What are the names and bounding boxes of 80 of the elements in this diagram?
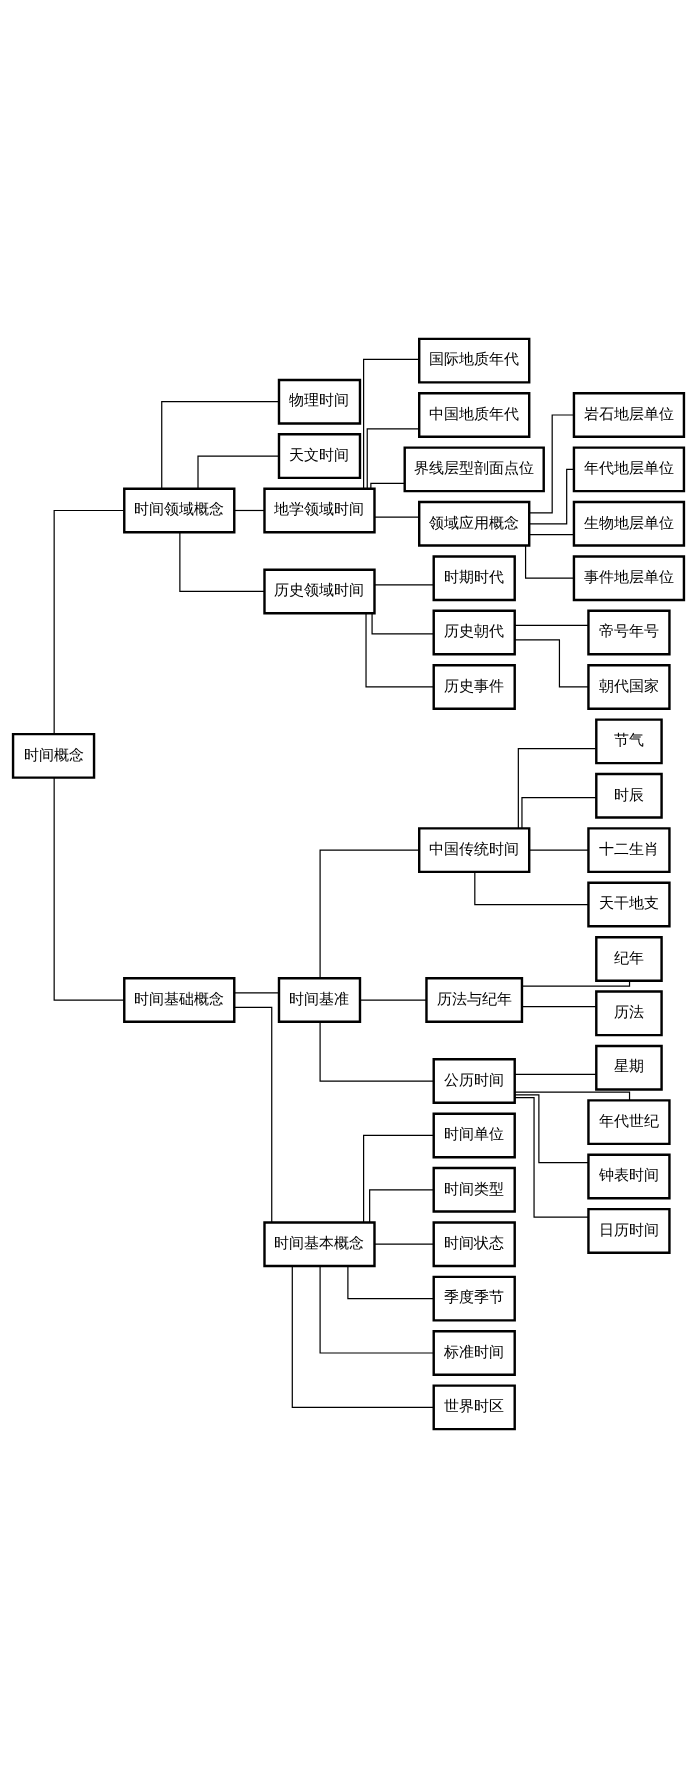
node-box: 时间概念 bbox=[11, 732, 96, 779]
node-box: 领域应用概念 bbox=[418, 500, 531, 547]
node-box: 时期时代 bbox=[432, 555, 516, 602]
connector bbox=[514, 1091, 631, 1101]
node-box: 节气 bbox=[595, 718, 663, 765]
node-box: 星期 bbox=[595, 1044, 663, 1091]
connector bbox=[529, 534, 575, 536]
node-box: 地学领域时间 bbox=[263, 487, 376, 534]
connector bbox=[234, 1006, 273, 1223]
node-box: 天文时间 bbox=[277, 433, 362, 480]
node-box: 历史事件 bbox=[432, 664, 516, 710]
connector bbox=[291, 1265, 434, 1408]
node-box: 时间类型 bbox=[432, 1166, 516, 1213]
node-box: 历史领域时间 bbox=[263, 568, 376, 615]
node-box: 时间基础概念 bbox=[123, 977, 236, 1023]
connector bbox=[529, 849, 589, 851]
node-box: 界线层型剖面点位 bbox=[403, 446, 545, 493]
connector bbox=[514, 639, 589, 688]
node-box: 季度季节 bbox=[432, 1275, 516, 1322]
node-box: 时间单位 bbox=[432, 1112, 516, 1159]
connector bbox=[366, 428, 420, 490]
connector bbox=[374, 584, 434, 586]
node-box: 纪年 bbox=[595, 936, 663, 982]
connector bbox=[197, 455, 280, 490]
connector bbox=[517, 748, 597, 829]
connector bbox=[233, 992, 280, 994]
node-box: 年代地层单位 bbox=[572, 446, 686, 493]
connector bbox=[374, 516, 420, 518]
connector bbox=[365, 613, 435, 688]
connector bbox=[525, 545, 575, 579]
node-box: 岩石地层单位 bbox=[572, 392, 686, 438]
connector bbox=[53, 509, 125, 735]
node-box: 世界时区 bbox=[432, 1384, 516, 1431]
connector bbox=[359, 999, 427, 1001]
connector bbox=[514, 624, 589, 626]
node-box: 朝代国家 bbox=[587, 664, 671, 710]
node-box: 事件地层单位 bbox=[572, 555, 686, 602]
connector bbox=[363, 358, 420, 490]
connector bbox=[319, 849, 420, 979]
node-box: 历法与纪年 bbox=[425, 977, 524, 1023]
connector bbox=[514, 1097, 589, 1218]
node-box: 十二生肖 bbox=[587, 827, 671, 874]
connector bbox=[371, 613, 434, 635]
connector bbox=[514, 1094, 589, 1164]
node-box: 时间基本概念 bbox=[263, 1221, 376, 1268]
node-box: 国际地质年代 bbox=[418, 337, 531, 384]
connector bbox=[474, 871, 589, 906]
connector bbox=[521, 1006, 597, 1008]
node-box: 日历时间 bbox=[587, 1207, 671, 1254]
connector bbox=[319, 1021, 434, 1082]
connector bbox=[521, 980, 631, 987]
connector bbox=[179, 532, 265, 593]
connector bbox=[374, 1243, 434, 1245]
node-box: 年代世纪 bbox=[587, 1099, 671, 1146]
connector bbox=[233, 509, 265, 512]
connector bbox=[53, 777, 125, 1001]
node-box: 公历时间 bbox=[432, 1058, 516, 1104]
node-box: 生物地层单位 bbox=[572, 500, 686, 547]
node-box: 天干地支 bbox=[587, 881, 671, 928]
connector bbox=[363, 1134, 435, 1223]
connector bbox=[529, 468, 575, 525]
node-box: 物理时间 bbox=[277, 378, 362, 425]
node-box: 历法 bbox=[595, 990, 663, 1037]
node-box: 时辰 bbox=[595, 772, 663, 819]
node-box: 钟表时间 bbox=[587, 1153, 671, 1200]
connector bbox=[319, 1265, 434, 1354]
node-box: 时间基准 bbox=[277, 977, 362, 1023]
connector bbox=[521, 796, 597, 829]
node-box: 历史朝代 bbox=[432, 609, 516, 656]
node-box: 时间领域概念 bbox=[123, 487, 236, 534]
node-box: 标准时间 bbox=[432, 1330, 516, 1376]
node-box: 中国地质年代 bbox=[418, 392, 531, 438]
node-box: 时间状态 bbox=[432, 1221, 516, 1268]
connector bbox=[161, 401, 280, 490]
connector bbox=[370, 482, 406, 490]
connector bbox=[514, 1073, 597, 1075]
node-box: 中国传统时间 bbox=[418, 827, 531, 874]
connector bbox=[369, 1189, 435, 1223]
connector bbox=[347, 1265, 435, 1300]
node-box: 帝号年号 bbox=[587, 609, 671, 656]
